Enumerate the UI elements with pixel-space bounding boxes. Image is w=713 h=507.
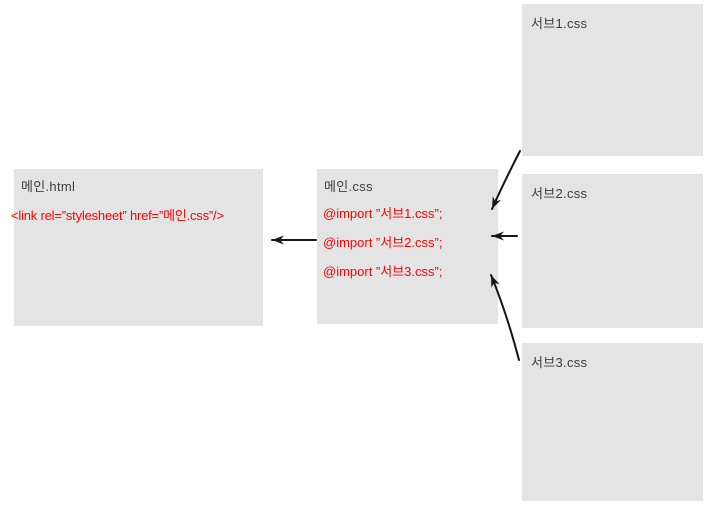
sub3-css-title: 서브3.css [531,355,588,370]
sub2-css-title: 서브2.css [531,186,588,201]
sub1-css-title: 서브1.css [531,16,588,31]
sub3-css-box: 서브3.css [522,343,703,501]
main-css-title: 메인.css [324,179,373,194]
main-html-title: 메인.html [21,179,76,194]
sub2-css-box: 서브2.css [522,174,703,328]
import-sub3-code-line: @import ”서브3.css”; [323,264,443,279]
link-stylesheet-code-line: <link rel=”stylesheet” href=”메인.css”/> [11,208,224,223]
import-sub1-code-line: @import ”서브1.css”; [323,206,443,221]
sub1-css-box: 서브1.css [522,4,703,156]
import-sub2-code-line: @import ”서브2.css”; [323,235,443,250]
main-css-box: 메인.css @import ”서브1.css”; @import ”서브2.c… [317,169,498,324]
main-html-box: 메인.html <link rel=”stylesheet” href=”메인.… [11,169,263,326]
